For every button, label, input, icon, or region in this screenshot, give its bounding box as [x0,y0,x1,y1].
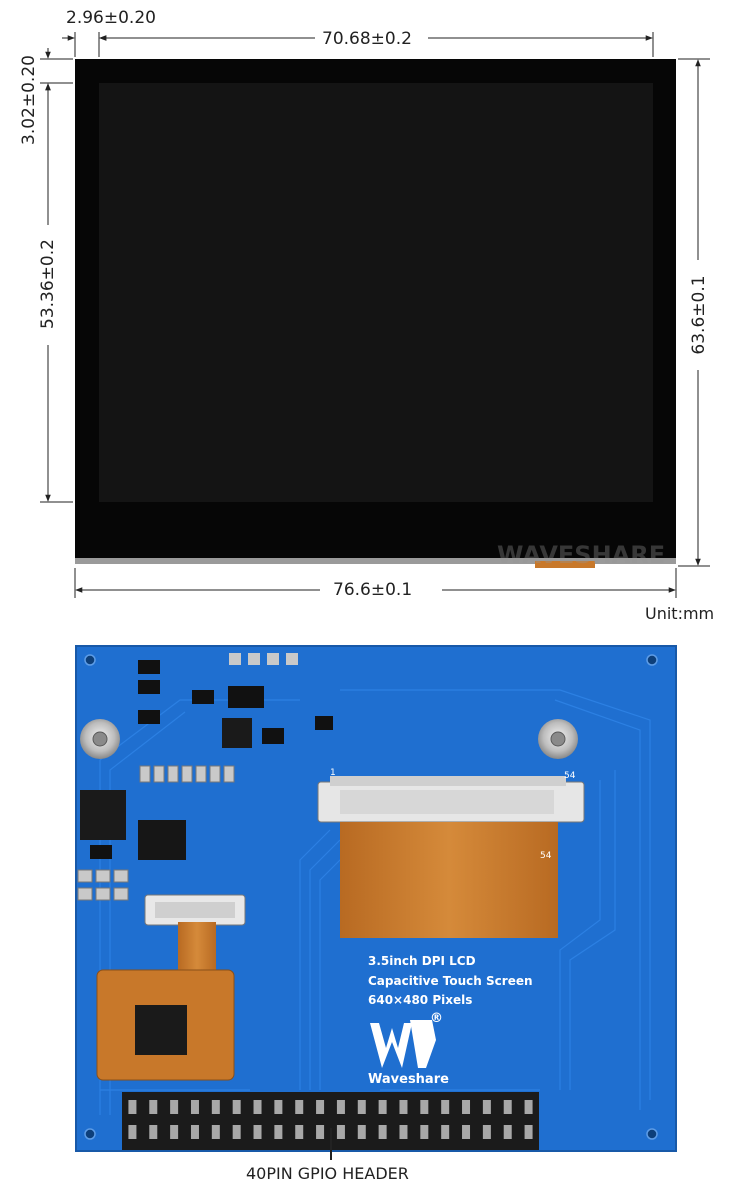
gpio-pin [274,1125,283,1139]
registered-mark: ® [430,1011,443,1026]
gpio-pin [253,1125,262,1139]
test-pads [229,653,298,665]
gpio-pin [232,1100,241,1114]
gpio-pin [170,1100,179,1114]
mount-hole-top-right [646,654,658,666]
fpc-tail-pin-label: 54 [540,851,552,861]
gpio-pin [128,1125,137,1139]
waveshare-logo-icon [370,1020,436,1068]
pcb-back-view [75,645,677,1152]
dim-top-offset: 3.02±0.20 [19,55,39,145]
gpio-pin [316,1100,325,1114]
gpio-pin [503,1100,512,1114]
gpio-pin [232,1125,241,1139]
smd-components [77,660,333,901]
brand-name: Waveshare [368,1072,449,1087]
mount-hole-bottom-left [84,1128,96,1140]
gpio-pin [420,1125,429,1139]
dimension-lines [40,32,710,598]
gpio-pin [399,1125,408,1139]
dim-total-width: 76.6±0.1 [333,580,413,600]
gpio-pin [316,1125,325,1139]
gpio-pin [441,1125,450,1139]
gpio-pin [441,1100,450,1114]
gpio-pin [357,1125,366,1139]
gpio-pin [503,1125,512,1139]
gpio-pin [295,1100,304,1114]
gpio-pin [482,1100,491,1114]
gpio-pin [274,1100,283,1114]
lcd-bottom-edge [75,558,676,564]
gpio-pin [295,1125,304,1139]
lcd-active-area [99,83,653,502]
lcd-watermark: WAVESHARE [497,541,666,569]
dim-total-height: 63.6±0.1 [689,275,709,355]
gpio-pin [149,1125,158,1139]
gpio-header-label: 40PIN GPIO HEADER [246,1164,409,1183]
gpio-pin [524,1125,533,1139]
product-line-3: 640×480 Pixels [368,993,472,1007]
gpio-pin [211,1125,220,1139]
gpio-pin [336,1125,345,1139]
product-line-2: Capacitive Touch Screen [368,974,533,988]
fpc-pin-start-label: 1 [330,768,336,778]
gpio-pin [462,1100,471,1114]
gpio-pin [420,1100,429,1114]
gpio-pin [482,1125,491,1139]
gpio-pin [357,1100,366,1114]
gpio-pin [524,1100,533,1114]
gpio-pin [378,1125,387,1139]
gpio-pin [253,1100,262,1114]
lcd-fpc-stub [535,561,595,568]
product-line-1: 3.5inch DPI LCD [368,954,476,968]
fpc-pin-end-label: 54 [564,771,576,781]
gpio-pin [378,1100,387,1114]
gpio-pin [462,1125,471,1139]
unit-label: Unit:mm [645,604,715,623]
mount-hole-top-left [84,654,96,666]
lcd-fpc-assembly [317,776,585,938]
gpio-pin [336,1100,345,1114]
pcb-traces [99,689,651,1115]
dim-left-offset: 2.96±0.20 [66,8,156,28]
pcb-edge [75,645,677,1152]
gpio-pin [149,1100,158,1114]
touch-controller-ic [135,1005,187,1055]
gpio-pin [190,1100,199,1114]
gpio-pin [170,1125,179,1139]
gpio-pin [399,1100,408,1114]
gpio-pin [128,1100,137,1114]
touch-fpc-assembly [96,894,246,1081]
dim-active-width: 70.68±0.2 [322,29,412,49]
lcd-front-view [75,59,676,568]
lcd-fpc-flex [340,822,558,938]
standoff-left [80,719,120,759]
standoff-right [538,719,578,759]
gpio-pin [211,1100,220,1114]
mount-hole-bottom-right [646,1128,658,1140]
gpio-pin [190,1125,199,1139]
dim-active-height: 53.36±0.2 [38,239,58,329]
